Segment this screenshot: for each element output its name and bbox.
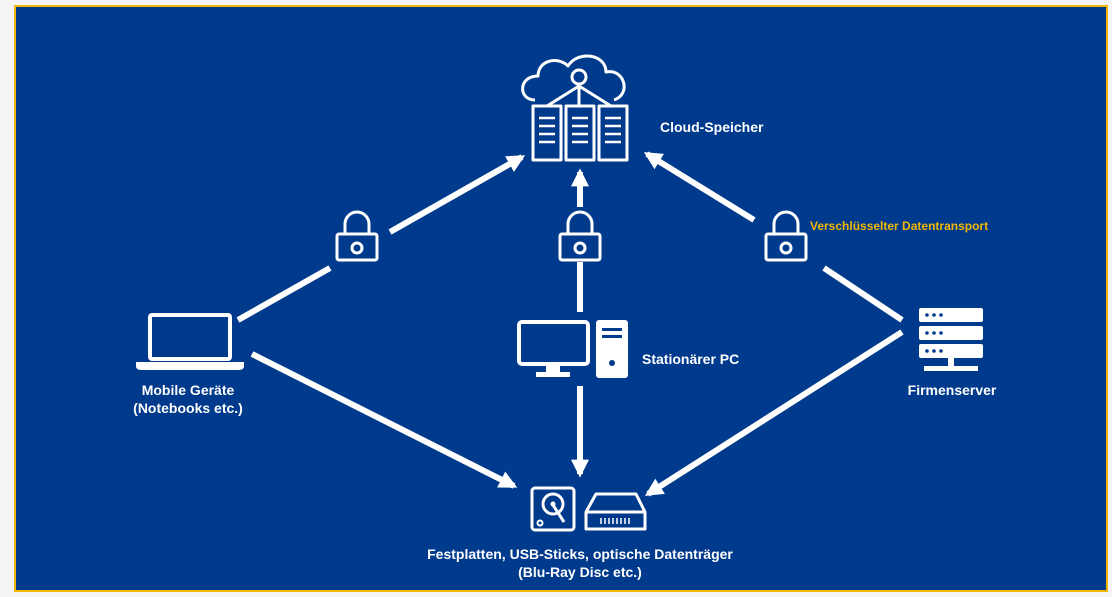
company-server-label: Firmenserver bbox=[907, 382, 997, 398]
lock-icon bbox=[558, 210, 602, 262]
server-rack-icon bbox=[919, 308, 983, 371]
mobile-devices-label: Mobile Geräte (Notebooks etc.) bbox=[133, 381, 243, 417]
mobile-devices-label-line1: Mobile Geräte bbox=[141, 382, 235, 398]
connector-laptop-to-cloud-upper bbox=[388, 154, 526, 235]
connector-server-to-storage bbox=[644, 329, 904, 497]
lock-icon bbox=[764, 210, 808, 262]
cloud-server-icon bbox=[521, 54, 629, 162]
diagram-canvas bbox=[136, 54, 983, 532]
connector-server-to-cloud-upper bbox=[643, 151, 756, 223]
connector-laptop-to-cloud-lower bbox=[236, 265, 332, 323]
external-drive-icon bbox=[584, 492, 647, 531]
connector-server-to-cloud-lower bbox=[822, 265, 904, 323]
storage-media-label-line2: (Blu-Ray Disc etc.) bbox=[518, 564, 642, 580]
lock-icon bbox=[335, 210, 379, 262]
connector-laptop-to-storage bbox=[250, 351, 518, 489]
mobile-devices-label-line2: (Notebooks etc.) bbox=[133, 400, 243, 416]
storage-media-label-line1: Festplatten, USB-Sticks, optische Datent… bbox=[427, 546, 733, 562]
cloud-storage-label: Cloud-Speicher bbox=[660, 119, 764, 135]
encrypted-transport-label: Verschlüsselter Datentransport bbox=[810, 219, 989, 233]
hard-disk-icon bbox=[530, 486, 576, 532]
diagram-frame: Cloud-Speicher Verschlüsselter Datentran… bbox=[14, 5, 1108, 592]
desktop-pc-icon bbox=[517, 320, 628, 378]
stationary-pc-label: Stationärer PC bbox=[642, 351, 740, 367]
laptop-icon bbox=[136, 313, 244, 370]
storage-media-label: Festplatten, USB-Sticks, optische Datent… bbox=[427, 545, 733, 581]
